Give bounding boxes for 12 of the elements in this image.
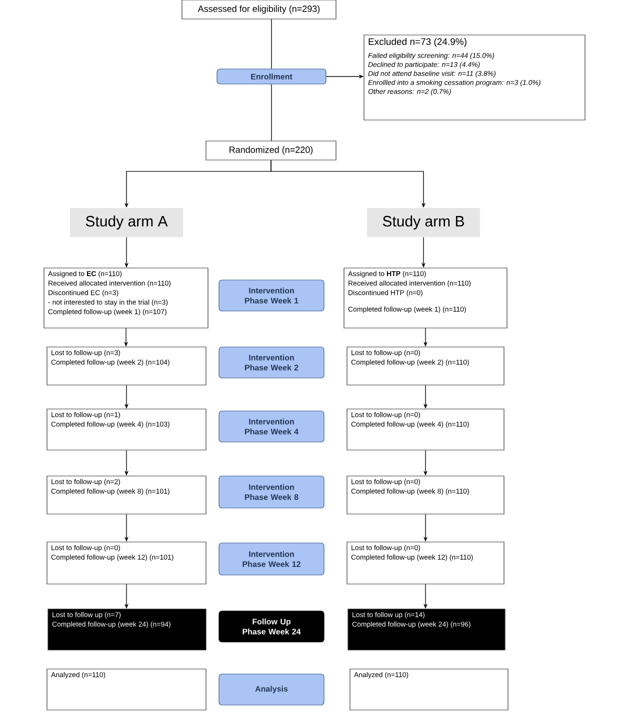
phase-box: Intervention Phase Week 8 <box>218 476 324 508</box>
phase-box: Analysis <box>218 674 324 706</box>
arm-heading: Study arm A <box>70 208 183 237</box>
phase-box: Intervention Phase Week 1 <box>218 280 324 312</box>
arm-heading: Study arm B <box>367 208 480 237</box>
phase-box: Intervention Phase Week 2 <box>218 346 324 378</box>
phase-box: Enrollment <box>216 68 326 84</box>
phase-box: Intervention Phase Week 12 <box>218 542 324 576</box>
process-box: Assessed for eligibility (n=293) <box>182 0 336 20</box>
phase-box: Intervention Phase Week 4 <box>218 410 324 442</box>
phase-box: Follow Up Phase Week 24 <box>218 610 324 642</box>
process-box: Randomized (n=220) <box>206 140 336 160</box>
